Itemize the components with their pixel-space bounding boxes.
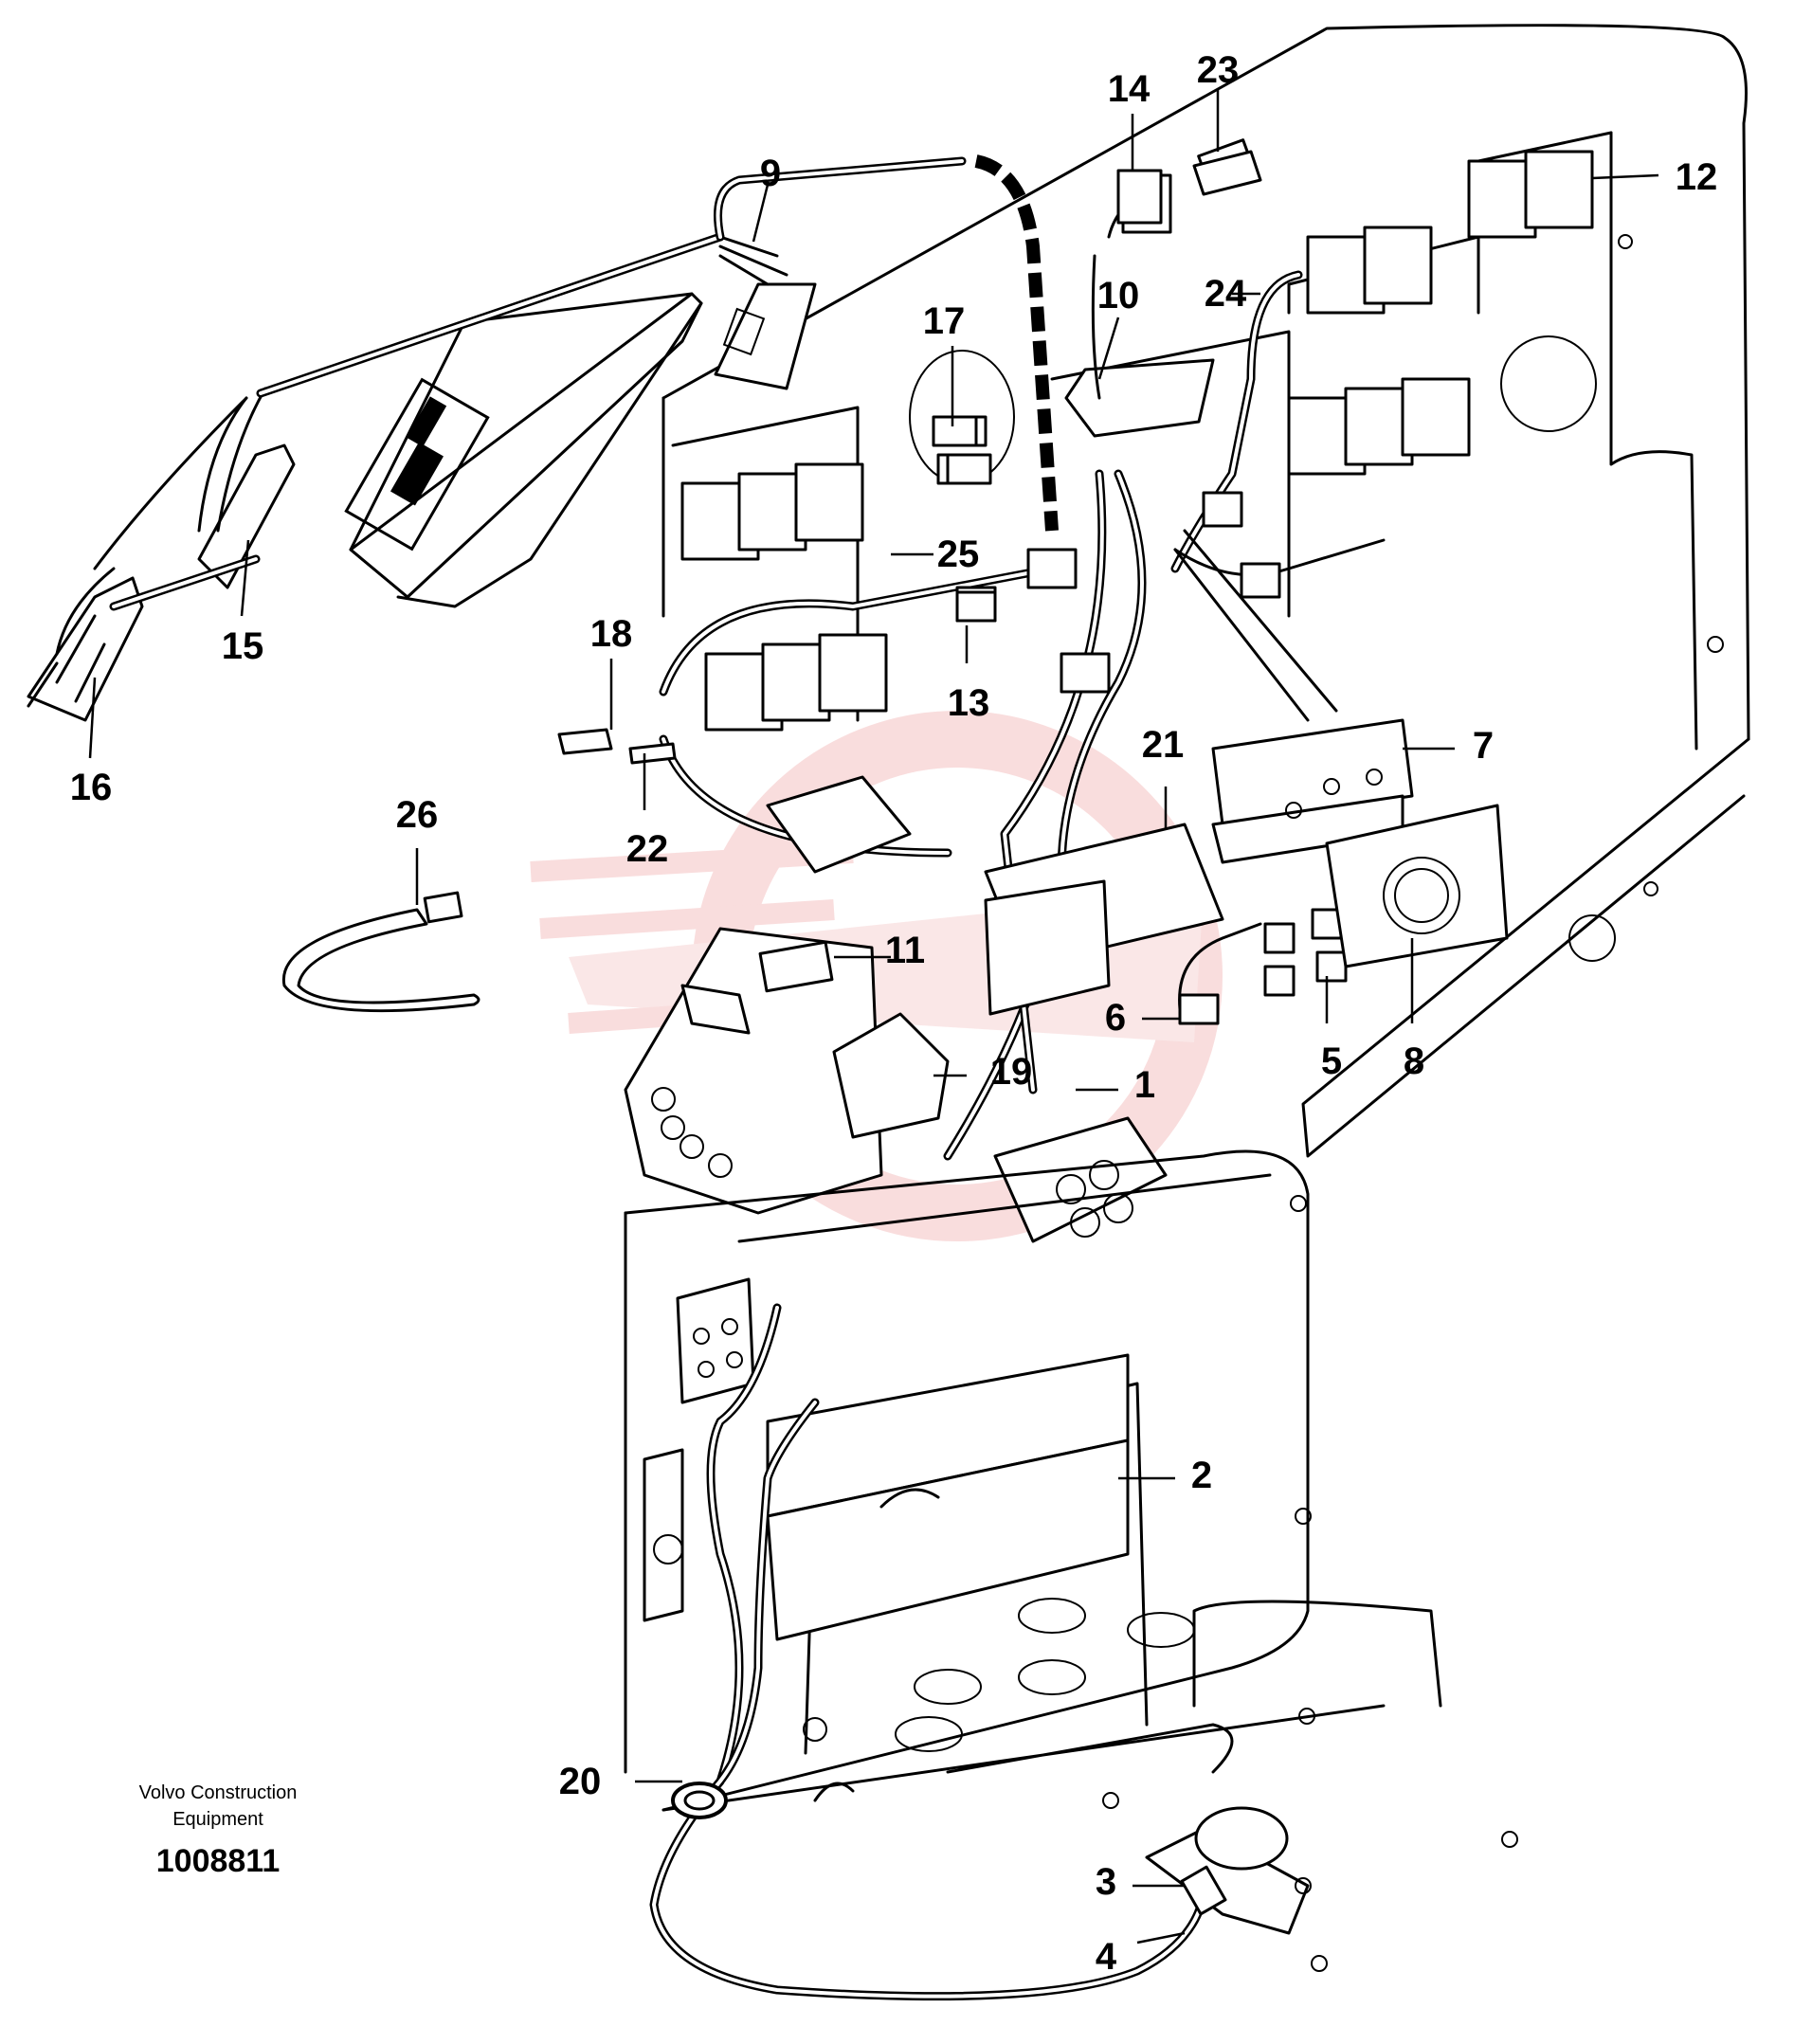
callout-19: 19 bbox=[989, 1051, 1033, 1093]
floor-plate bbox=[661, 1600, 1518, 1972]
callout-22: 22 bbox=[625, 828, 669, 870]
lower-cable-loop bbox=[649, 1303, 1227, 2001]
callout-10: 10 bbox=[1096, 275, 1140, 317]
callout-13: 13 bbox=[947, 682, 990, 724]
callout-4: 4 bbox=[1095, 1936, 1117, 1978]
callout-16: 16 bbox=[69, 767, 113, 808]
callout-25: 25 bbox=[936, 534, 980, 575]
callout-1: 1 bbox=[1133, 1064, 1156, 1106]
callout-23: 23 bbox=[1196, 49, 1240, 91]
callout-3: 3 bbox=[1095, 1861, 1117, 1903]
fuse-and-relay-block bbox=[984, 718, 1616, 1025]
brand-line-2: Equipment bbox=[172, 1809, 263, 1830]
callout-5: 5 bbox=[1320, 1040, 1343, 1082]
callout-9: 9 bbox=[759, 153, 782, 194]
lower-box bbox=[624, 1149, 1312, 1812]
bracket-assembly bbox=[624, 775, 950, 1215]
harness-top-left bbox=[27, 154, 1059, 722]
callout-7: 7 bbox=[1472, 725, 1495, 767]
drawing-caption: Volvo Construction Equipment 1008811 bbox=[76, 1780, 360, 1882]
callout-21: 21 bbox=[1141, 724, 1185, 766]
console-panel bbox=[661, 24, 1750, 1158]
callout-2: 2 bbox=[1190, 1455, 1213, 1496]
brand-line-1: Volvo Construction bbox=[138, 1782, 298, 1803]
callout-14: 14 bbox=[1107, 68, 1151, 110]
callout-6: 6 bbox=[1104, 997, 1127, 1039]
callout-17: 17 bbox=[922, 300, 966, 342]
callout-20: 20 bbox=[558, 1761, 602, 1802]
callout-8: 8 bbox=[1403, 1040, 1425, 1082]
callout-18: 18 bbox=[589, 613, 633, 655]
drawing-number: 1008811 bbox=[155, 1843, 281, 1879]
terminal-block bbox=[676, 1116, 1168, 1404]
callout-26: 26 bbox=[395, 794, 439, 836]
loose-parts bbox=[281, 150, 1262, 1013]
leader-lines bbox=[88, 90, 1659, 1945]
ecu-module bbox=[344, 292, 703, 608]
callout-15: 15 bbox=[221, 625, 264, 667]
callout-24: 24 bbox=[1204, 273, 1247, 315]
relay-rows bbox=[680, 150, 1594, 732]
callout-12: 12 bbox=[1675, 156, 1718, 198]
callout-11: 11 bbox=[884, 930, 926, 971]
